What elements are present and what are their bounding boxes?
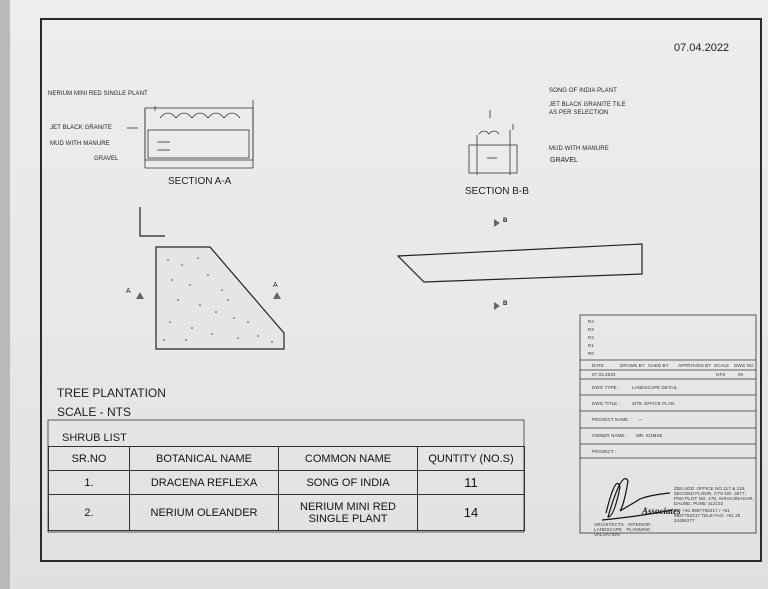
table-row: 2. NERIUM OLEANDER NERIUM MINI RED SINGL… (48, 494, 525, 531)
shrub-list-title: SHRUB LIST (62, 432, 127, 444)
section-b-title: SECTION B-B (465, 186, 529, 197)
project-label: PROJECT : (592, 449, 617, 454)
marker-b-top: B (503, 218, 508, 224)
label-jet-black-granite-b: JET BLACK GRANITE TILE AS PER SELECTION (549, 102, 626, 116)
owner-name-label: OWNER NAME : (592, 433, 628, 438)
header-common-name: COMMON NAME (278, 446, 418, 471)
cell-qty: 14 (417, 494, 525, 531)
firm-footer: ARCHITECTS · INTERIOR · LANDSCAPE · PLAN… (594, 522, 654, 537)
shrub-list-table: SR.NO BOTANICAL NAME COMMON NAME QUNTITY… (48, 446, 525, 531)
section-a-box (144, 107, 254, 161)
firm-name: Associates (642, 506, 681, 516)
label-mud-with-manure-b: MUD WITH MANURE (549, 146, 609, 152)
marker-b-bottom: B (503, 301, 508, 307)
label-mud-with-manure-a: MUD WITH MANURE (50, 141, 110, 147)
marker-a-left: A (126, 288, 131, 295)
col-date: DATE (592, 363, 605, 368)
title-block-box (579, 314, 757, 534)
project-name-label: PROJECT NAME : (592, 417, 632, 422)
cell-qty: 11 (417, 470, 525, 495)
rev-r2: R2 (588, 335, 594, 340)
cell-sr: 1. (48, 470, 130, 495)
firm-logo-signature (601, 478, 673, 521)
header-botanical-name: BOTANICAL NAME (129, 446, 279, 471)
dwg-title-value: SITE OFFICE PLAN (632, 401, 675, 406)
label-song-of-india-plant: SONG OF INDIA PLANT (549, 88, 617, 94)
rev-r3: R3 (588, 327, 594, 332)
dwg-type-value: LANDSCAPE DETAIL (632, 385, 678, 390)
cell-common: NERIUM MINI RED SINGLE PLANT (278, 494, 418, 531)
owner-name-value: MR. KOMSE (636, 433, 663, 438)
col-drawn-by: DRAWN BY (620, 363, 645, 368)
label-gravel-b: GRAVEL (550, 157, 578, 164)
firm-contact: Ph: +91 9987762217 / +91 9987762217 TELE… (674, 508, 741, 523)
section-b-box (468, 144, 518, 174)
rev-r4: R4 (588, 319, 594, 324)
planting-bed-a (155, 246, 285, 350)
label-nerium-mini-red: NERIUM MINI RED SINGLE PLANT (48, 91, 148, 97)
drawing-sheet: 07.04.2022 (10, 0, 768, 589)
marker-a-right: A (273, 282, 278, 289)
table-row: 1. DRACENA REFLEXA SONG OF INDIA 11 (48, 470, 525, 495)
table-header-row: SR.NO BOTANICAL NAME COMMON NAME QUNTITY… (48, 446, 525, 471)
dwg-title-label: DWG TITLE : (592, 401, 621, 406)
col-scale: SCALE (714, 363, 730, 368)
header-quantity: QUNTITY (NO.S) (417, 446, 525, 471)
rev-r1: R1 (588, 343, 594, 348)
header-sr-no: SR.NO (48, 446, 130, 471)
section-a-title: SECTION A-A (168, 176, 232, 187)
dwg-type-label: DWG TYPE : (592, 385, 620, 390)
drawing-date: 07.04.2022 (674, 42, 730, 54)
col-chkd-by: CHKD BY (648, 363, 669, 368)
cell-sr: 2. (48, 494, 130, 531)
cell-botanical: DRACENA REFLEXA (129, 470, 279, 495)
label-jet-black-granite-a: JET BLACK GRANITE (50, 125, 112, 131)
label-gravel-a: GRAVEL (94, 156, 119, 162)
scale-note: SCALE - NTS (57, 405, 132, 419)
col-approved-by: APPROVED BY (678, 363, 712, 368)
tree-plantation-title: TREE PLANTATION (57, 386, 166, 400)
value-dwg-no: 00 (738, 372, 744, 377)
cell-botanical: NERIUM OLEANDER (129, 494, 279, 531)
firm-address: ZBS ADD: OFFICE NO.117 & 118, SECOND FLO… (674, 486, 754, 506)
planting-bed-b (396, 243, 643, 283)
value-date: 07.03.2023 (592, 372, 616, 377)
plant-dots (163, 257, 273, 343)
value-scale: NTS (716, 372, 726, 377)
project-name-value: --- (638, 417, 643, 422)
col-dwg-no: DWG NO (734, 363, 754, 368)
sheet-border (40, 18, 762, 562)
cell-common: SONG OF INDIA (278, 470, 418, 495)
rev-r0: R0 (588, 351, 594, 356)
